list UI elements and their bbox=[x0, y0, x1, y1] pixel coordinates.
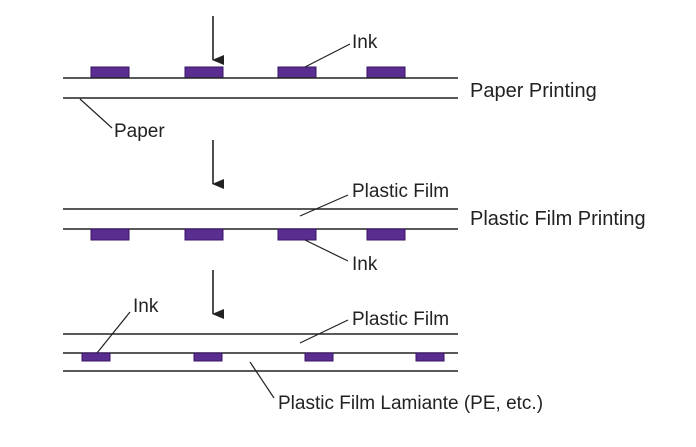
ink-leader-line bbox=[304, 43, 351, 68]
ink-label: Ink bbox=[352, 32, 378, 53]
ink-block bbox=[366, 228, 406, 241]
ink-block bbox=[90, 228, 130, 241]
plastic-film-leader-line bbox=[299, 319, 349, 344]
ink-block bbox=[415, 352, 445, 362]
plastic-film-leader-line bbox=[299, 194, 349, 217]
ink-block bbox=[277, 66, 317, 79]
laminate-label: Plastic Film Lamiante (PE, etc.) bbox=[278, 393, 543, 414]
ink-leader-line bbox=[96, 311, 131, 354]
ink-block bbox=[90, 66, 130, 79]
plastic-film-label: Plastic Film bbox=[352, 309, 449, 330]
ink-block bbox=[304, 352, 334, 362]
paper-printing-label: Paper Printing bbox=[470, 80, 597, 102]
section-lamination: Ink Plastic Film Plastic Film Lamiante (… bbox=[63, 270, 543, 414]
ink-block bbox=[277, 228, 317, 241]
paper-label: Paper bbox=[114, 121, 165, 142]
ink-label: Ink bbox=[133, 296, 159, 317]
plastic-film-label: Plastic Film bbox=[352, 181, 449, 202]
ink-block bbox=[81, 352, 111, 362]
plastic-film-printing-label: Plastic Film Printing bbox=[470, 208, 646, 230]
laminate-leader-line bbox=[249, 361, 275, 399]
ink-label: Ink bbox=[352, 254, 378, 275]
section-paper-printing: Ink Paper Printing Paper bbox=[63, 16, 597, 142]
section-plastic-film-printing: Plastic Film Plastic Film Printing Ink bbox=[63, 140, 646, 275]
paper-leader-line bbox=[79, 98, 113, 129]
ink-block bbox=[193, 352, 223, 362]
ink-block bbox=[366, 66, 406, 79]
ink-block bbox=[184, 66, 224, 79]
ink-block bbox=[184, 228, 224, 241]
ink-leader-line bbox=[304, 239, 349, 262]
